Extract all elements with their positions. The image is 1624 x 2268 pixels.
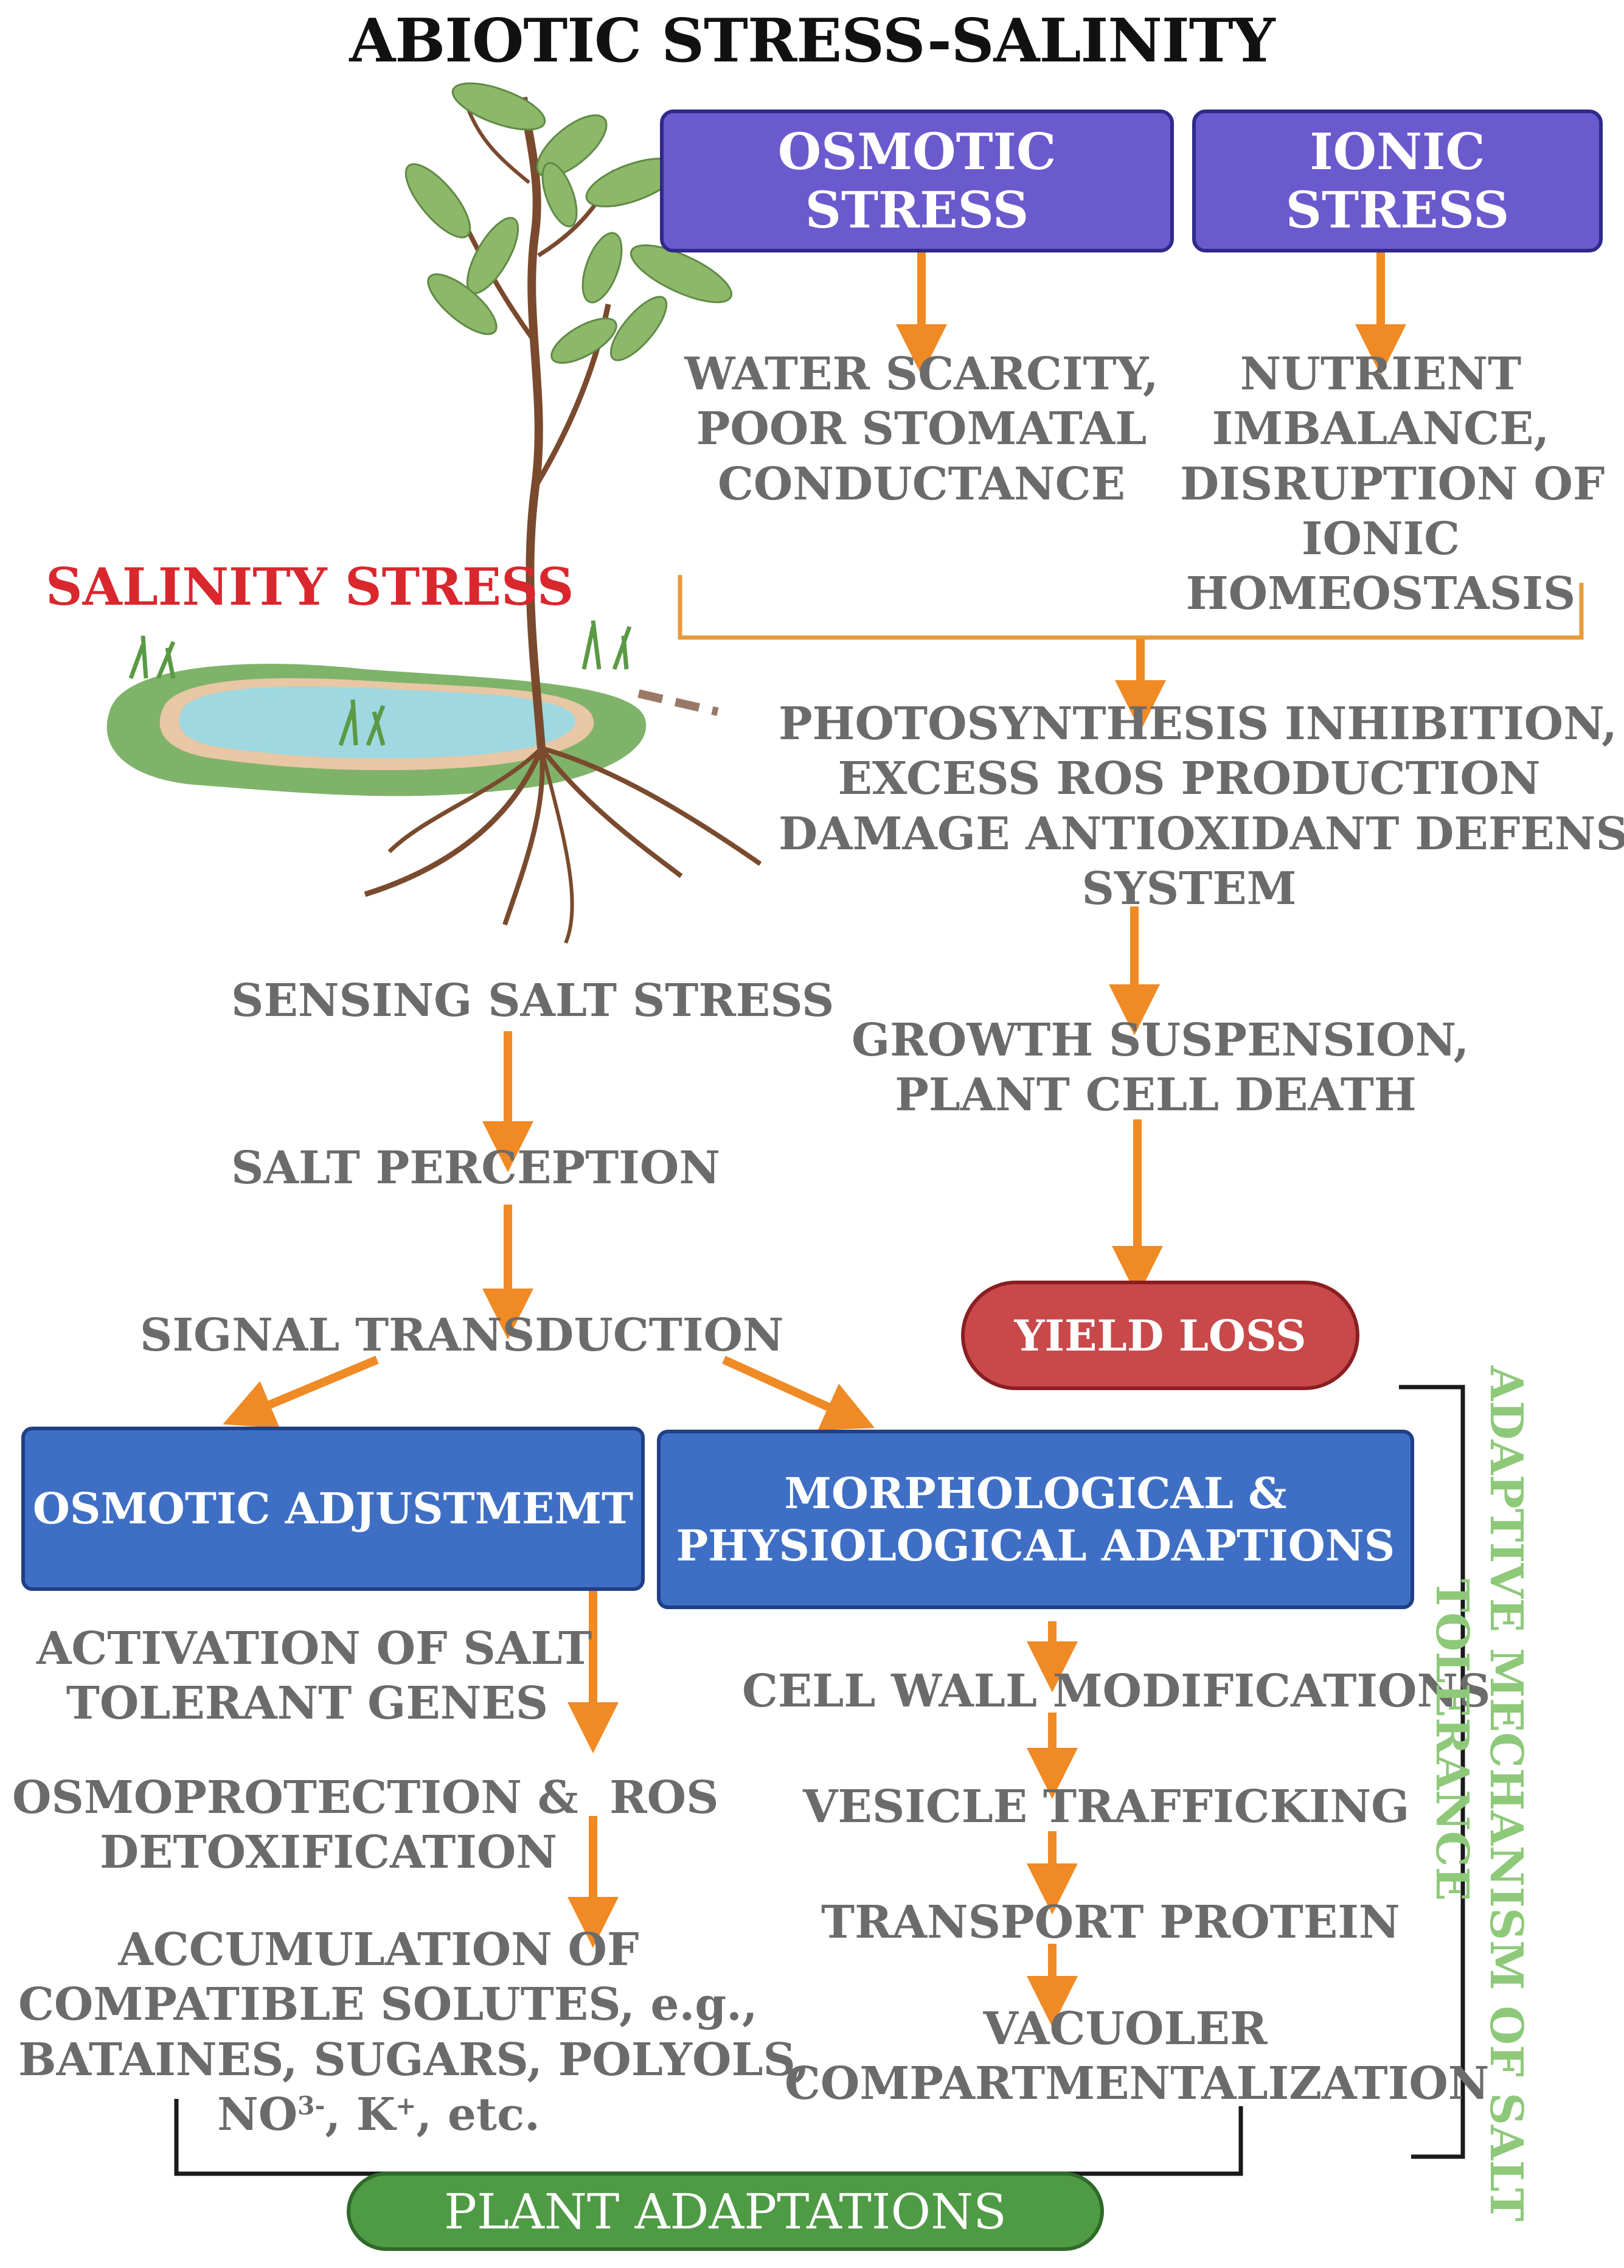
effects-bracket <box>678 575 1584 640</box>
no3-superscript: 3- <box>297 2091 325 2121</box>
tolerance-bracket <box>1399 1385 1465 2159</box>
morphological-line-2: PHYSIOLOGICAL ADAPTIONS <box>676 1520 1395 1571</box>
plant-adaptations-pill: PLANT ADAPTATIONS <box>347 2172 1104 2251</box>
k-prefix: , K <box>325 2088 396 2141</box>
adaptive-line-2: TOLERANCE <box>1426 1579 1479 1901</box>
vesicle-trafficking: VESICLE TRAFFICKING <box>803 1781 1410 1833</box>
plant-adaptations-label: PLANT ADAPTATIONS <box>444 2183 1007 2240</box>
morphological-line-1: MORPHOLOGICAL & <box>784 1468 1287 1519</box>
nutrient-line-3: DISRUPTION OF <box>1180 457 1605 510</box>
osmoprotection-text: OSMOPROTECTION & ROS DETOXIFICATION <box>12 1770 719 1880</box>
salinity-stress-label: SALINITY STRESS <box>46 557 574 617</box>
growth-suspension-text: GROWTH SUSPENSION, PLANT CELL DEATH <box>852 1013 1470 1123</box>
photosynthesis-text: PHOTOSYNTHESIS INHIBITION, EXCESS ROS PR… <box>779 697 1624 916</box>
nutrient-line-1: NUTRIENT <box>1240 348 1522 400</box>
photo-line-2: EXCESS ROS PRODUCTION <box>838 753 1541 805</box>
yield-loss-pill: YIELD LOSS <box>961 1281 1359 1390</box>
morphological-box: MORPHOLOGICAL & PHYSIOLOGICAL ADAPTIONS <box>657 1430 1414 1609</box>
adaptive-line-1: ADAPTIVE MECHANISM OF SALT <box>1480 1366 1532 2222</box>
osmotic-adjustment-label: OSMOTIC ADJUSTMEMT <box>32 1483 634 1534</box>
pond-illustration <box>106 620 719 796</box>
accumulation-line-3: BATAINES, SUGARS, POLYOLS, <box>18 2033 810 2086</box>
activation-line-1: ACTIVATION OF SALT <box>36 1623 592 1675</box>
salt-perception: SALT PERCEPTION <box>231 1142 720 1194</box>
photo-line-1: PHOTOSYNTHESIS INHIBITION, <box>779 698 1617 750</box>
growth-line-1: GROWTH SUSPENSION, <box>852 1014 1470 1066</box>
osmoprotection-line-2: DETOXIFICATION <box>99 1826 558 1879</box>
ionic-stress-box: IONIC STRESS <box>1192 110 1603 252</box>
ionic-stress-label: IONIC STRESS <box>1285 122 1510 240</box>
accumulation-line-4: NO3-, K+, etc. <box>18 2087 739 2142</box>
osmoprotection-line-1: OSMOPROTECTION & ROS <box>12 1772 719 1824</box>
arrow-signal-to-osmotic-adj <box>223 1355 379 1428</box>
sensing-salt-stress: SENSING SALT STRESS <box>231 975 835 1027</box>
accumulation-line-2: COMPATIBLE SOLUTES, e.g., <box>18 1978 758 2031</box>
no3-prefix: NO <box>217 2088 298 2141</box>
nutrient-imbalance-text: NUTRIENT IMBALANCE, DISRUPTION OF IONIC … <box>1180 347 1605 621</box>
osmotic-stress-label: OSMOTIC STRESS <box>777 122 1057 240</box>
water-line-1: WATER SCARCITY, <box>684 348 1159 400</box>
diagram-title: ABIOTIC STRESS-SALINITY <box>349 6 1275 76</box>
nutrient-line-2: IMBALANCE, <box>1212 403 1550 456</box>
vacuole-line-1: VACUOLER <box>983 2003 1268 2055</box>
activation-text: ACTIVATION OF SALT TOLERANT GENES <box>36 1621 592 1731</box>
water-line-2: POOR STOMATAL <box>696 403 1147 456</box>
cell-wall-modifications: CELL WALL MODIFICATIONS <box>742 1665 1491 1717</box>
tree-illustration <box>364 82 762 944</box>
k-superscript: + <box>395 2091 417 2121</box>
photo-line-3: DAMAGE ANTIOXIDANT DEFENSE <box>779 807 1624 860</box>
yield-loss-label: YIELD LOSS <box>1014 1310 1306 1361</box>
transport-protein: TRANSPORT PROTEIN <box>821 1896 1400 1949</box>
arrow-signal-to-morph <box>722 1355 875 1430</box>
accumulation-text: ACCUMULATION OF COMPATIBLE SOLUTES, e.g.… <box>18 1922 810 2142</box>
nutrient-line-4: IONIC <box>1301 512 1460 565</box>
osmotic-stress-box: OSMOTIC STRESS <box>660 110 1174 252</box>
signal-transduction: SIGNAL TRANSDUCTION <box>140 1309 784 1362</box>
vacuolar-compartmentalization: VACUOLER COMPARTMENTALIZATION <box>785 2002 1490 2112</box>
water-line-3: CONDUCTANCE <box>718 457 1125 510</box>
water-scarcity-text: WATER SCARCITY, POOR STOMATAL CONDUCTANC… <box>675 347 1168 512</box>
adaptive-mechanism-label: ADAPTIVE MECHANISM OF SALT TOLERANCE <box>1417 1366 1533 2222</box>
accumulation-line-1: ACCUMULATION OF <box>118 1924 639 1976</box>
nutrient-line-5: HOMEOSTASIS <box>1185 568 1576 621</box>
growth-line-2: PLANT CELL DEATH <box>895 1069 1417 1122</box>
etc-suffix: , etc. <box>416 2088 540 2141</box>
osmotic-adjustment-box: OSMOTIC ADJUSTMEMT <box>21 1427 645 1591</box>
activation-line-2: TOLERANT GENES <box>66 1677 549 1730</box>
photo-line-4: SYSTEM <box>1081 862 1297 915</box>
vacuole-line-2: COMPARTMENTALIZATION <box>785 2058 1490 2110</box>
